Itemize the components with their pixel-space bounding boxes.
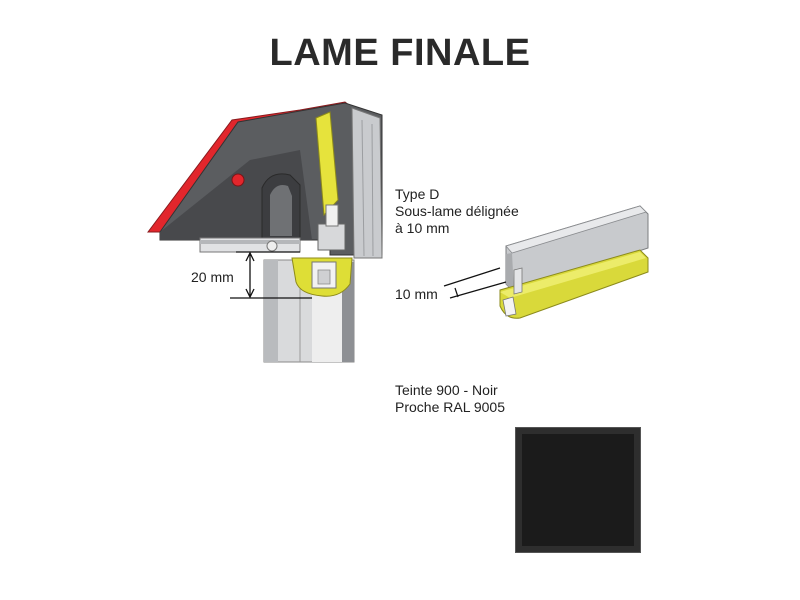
dimension-label-10mm: 10 mm: [395, 286, 438, 302]
yellow-seal-upper: [315, 111, 339, 217]
color-line-2: Proche RAL 9005: [395, 399, 505, 415]
dimension-20mm: [230, 251, 312, 299]
page-title: LAME FINALE: [269, 32, 531, 74]
dimension-10mm: [443, 267, 507, 299]
color-swatch: [515, 427, 641, 553]
color-swatch-fill: [522, 434, 634, 546]
color-description: Teinte 900 - Noir Proche RAL 9005: [395, 382, 505, 416]
rivet: [231, 173, 245, 187]
type-line-2: Sous-lame délignée: [395, 203, 519, 219]
dimension-label-20mm: 20 mm: [191, 269, 234, 285]
type-line-3: à 10 mm: [395, 220, 450, 236]
type-line-1: Type D: [395, 186, 440, 202]
type-description: Type D Sous-lame délignée à 10 mm: [395, 186, 519, 237]
end-cap: [351, 107, 383, 259]
color-line-1: Teinte 900 - Noir: [395, 382, 498, 398]
